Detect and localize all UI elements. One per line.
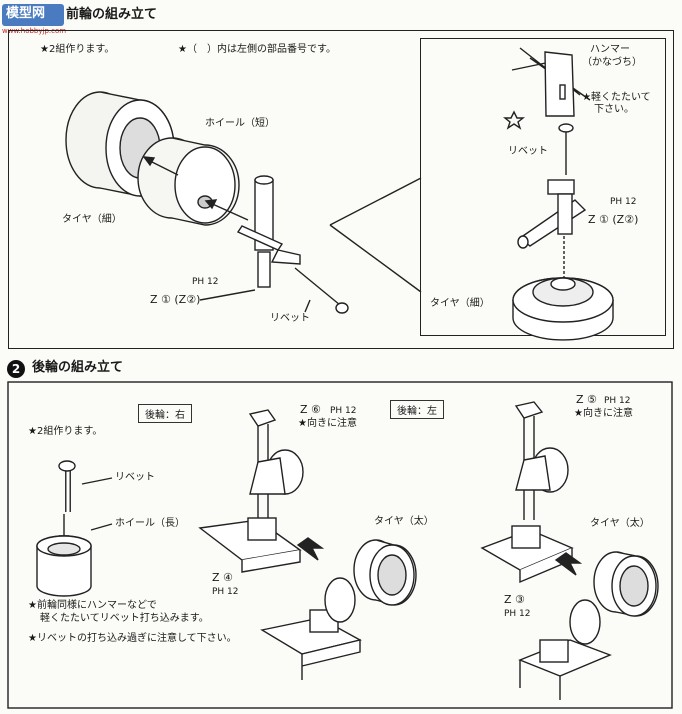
- step2-wheel-leader: [90, 523, 113, 531]
- rear-left-tire-label: タイヤ（太）: [590, 518, 650, 529]
- rear-left-label: 後輪：左: [390, 400, 444, 419]
- rear-right-hub-drawing: [260, 577, 362, 680]
- rear-left-orientation: ★向きに注意: [574, 408, 633, 419]
- rear-left-code-top: PH 12: [604, 396, 631, 406]
- rear-left-code-bottom: PH 12: [504, 609, 531, 619]
- rear-right-assembly-drawing: [198, 409, 304, 573]
- watermark-graphic: [2, 4, 64, 26]
- front-axle-part-drawing: [236, 175, 301, 288]
- step1-frame: [8, 30, 674, 349]
- rivet-shaft: [294, 267, 341, 306]
- rear-left-parts-top: Z ⑤: [576, 393, 597, 406]
- rear-right-code-bottom: PH 12: [212, 587, 239, 597]
- step1-note-right: ★（ ）内は左側の部品番号です。: [178, 44, 336, 55]
- parts-leader: [199, 289, 256, 301]
- rivet-head: [335, 302, 349, 314]
- step2-wheel-label: ホイール（長）: [115, 518, 185, 529]
- detail-hammer-label: ハンマー: [590, 44, 630, 55]
- hammer-drawing: [511, 47, 591, 117]
- rear-right-tire-label: タイヤ（太）: [374, 516, 434, 527]
- front-wheel-drawing: [137, 137, 240, 226]
- axle-arrow: [207, 201, 249, 221]
- detail-rivet-head: [558, 123, 574, 133]
- detail-rivet-label: リベット: [508, 146, 548, 157]
- detail-tap-line2: 下さい。: [594, 104, 634, 115]
- watermark-bottom-text: www.hobbyjp.com: [2, 27, 67, 35]
- step2-frame-rect: [7, 381, 673, 709]
- detail-parts-label: Z ① (Z②): [588, 213, 639, 226]
- step1-wheel-label: ホイール（短）: [205, 118, 275, 129]
- step1-rivet-label: リベット: [270, 313, 310, 324]
- rear-right-tire-drawing: [353, 539, 417, 606]
- step2-note: ★2組作ります。: [28, 426, 103, 437]
- detail-axle-drawing: [517, 179, 587, 249]
- detail-tap-line1: ★軽くたたいて: [582, 92, 651, 103]
- rear-right-code-top: PH 12: [330, 406, 357, 416]
- step2-rivet-leader: [81, 477, 113, 485]
- step2-rivet-label: リベット: [115, 472, 155, 483]
- step2-note-1: ★前輪同様にハンマーなどで: [28, 600, 157, 611]
- step1-parts-code: PH 12: [192, 277, 219, 287]
- detail-tire-label: タイヤ（細）: [430, 298, 490, 309]
- step1-title: 前輪の組み立て: [66, 7, 158, 22]
- rivet-leader: [304, 299, 311, 313]
- rear-right-arrow: [296, 537, 325, 561]
- step2-title: 後輪の組み立て: [32, 360, 124, 375]
- step2-note-2: 軽くたたいてリベット打ち込みます。: [40, 613, 209, 624]
- step1-parts-label: Z ① (Z②): [150, 293, 201, 306]
- tire-arrowhead: [142, 156, 156, 167]
- detail-hammer-sub: （かなづち）: [582, 57, 642, 68]
- rear-wheel-long-drawing: [36, 535, 92, 597]
- rear-right-parts-bottom: Z ④: [212, 571, 233, 584]
- rear-left-parts-bottom: Z ③: [504, 593, 525, 606]
- step1-tire-label: タイヤ（細）: [62, 214, 122, 225]
- callout-line-top: [329, 177, 422, 226]
- detail-parts-code: PH 12: [610, 197, 637, 207]
- rear-right-parts-top: Z ⑥: [300, 403, 321, 416]
- step1-note-left: ★2組作ります。: [40, 44, 115, 55]
- watermark-logo: 模型网 www.hobbyjp.com: [2, 4, 67, 35]
- rear-left-assembly-drawing: [480, 401, 574, 584]
- callout-line-bottom: [329, 224, 422, 293]
- rear-left-tire-drawing: [593, 551, 659, 617]
- rear-left-arrow: [554, 552, 583, 576]
- rear-right-label: 後輪：右: [138, 404, 192, 423]
- rear-right-orientation: ★向きに注意: [298, 418, 357, 429]
- step2-note-3: ★リベットの打ち込み過ぎに注意して下さい。: [28, 633, 237, 644]
- axle-arrowhead: [204, 199, 218, 210]
- rear-left-hub-drawing: [518, 599, 612, 700]
- watermark-top-text: 模型网: [6, 6, 46, 21]
- step2-number: 2: [7, 360, 25, 378]
- star-icon: [503, 110, 525, 130]
- step2-rivet-head: [58, 460, 76, 472]
- detail-tire-drawing: [512, 277, 614, 341]
- tire-arrow: [147, 159, 179, 176]
